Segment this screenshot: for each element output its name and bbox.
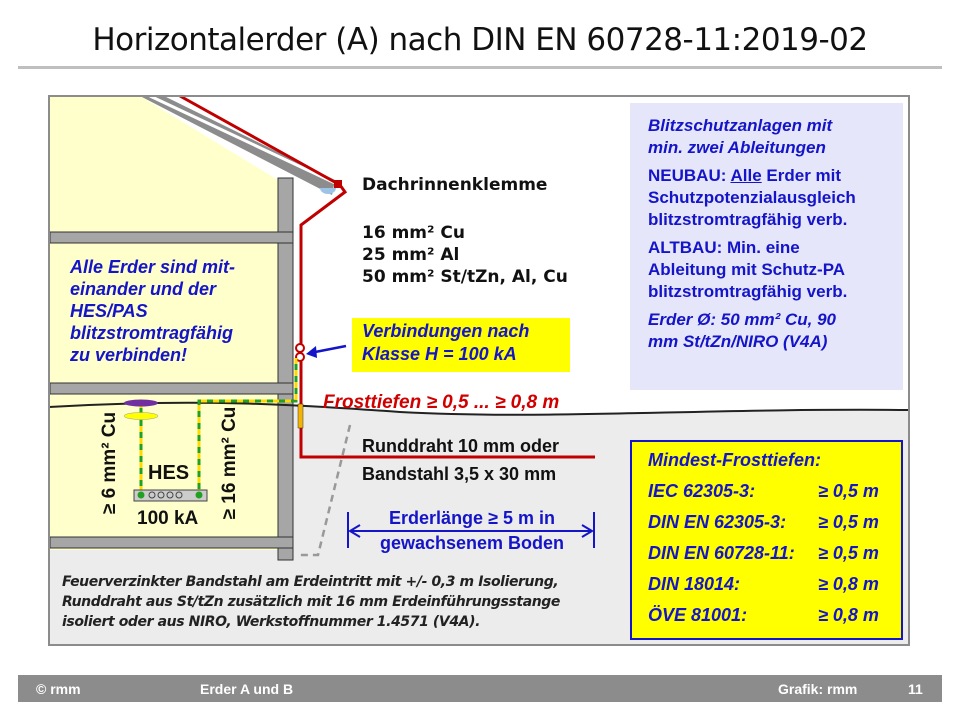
bonding-note-line: einander und der bbox=[70, 279, 217, 299]
frost-row: DIN EN 60728-11: ≥ 0,5 m bbox=[648, 538, 901, 569]
conductor-line: Bandstahl 3,5 x 30 mm bbox=[362, 464, 557, 484]
footer-topic: Erder A und B bbox=[200, 681, 294, 697]
info-line: NEUBAU: Alle Erder mit bbox=[648, 165, 903, 187]
wire-6-label: ≥ 6 mm² Cu bbox=[99, 411, 120, 515]
pipe-gas bbox=[124, 399, 158, 407]
size-st: 50 mm² St/tZn, Al, Cu bbox=[362, 267, 568, 287]
info-line: blitzstromtragfähig verb. bbox=[648, 210, 848, 229]
norm: DIN EN 60728-11: bbox=[648, 543, 795, 563]
frost-row: IEC 62305-3: ≥ 0,5 m bbox=[648, 476, 901, 507]
norm: DIN EN 62305-3: bbox=[648, 512, 787, 532]
depth: ≥ 0,5 m bbox=[818, 543, 879, 563]
info-line: Schutzpotenzialausgleich bbox=[648, 188, 856, 207]
earth-length-label: Erderlänge ≥ 5 m in gewachsenem Boden bbox=[352, 506, 592, 556]
depth: ≥ 0,8 m bbox=[818, 605, 879, 625]
frost-row: DIN 18014: ≥ 0,8 m bbox=[648, 569, 901, 600]
connection-line: Verbindungen nach bbox=[362, 321, 530, 341]
length-line: gewachsenem Boden bbox=[379, 533, 565, 553]
depth: ≥ 0,5 m bbox=[818, 481, 879, 501]
neubau-rest: Erder mit bbox=[761, 166, 842, 185]
norm: DIN 18014: bbox=[648, 574, 741, 594]
neubau-prefix: NEUBAU: bbox=[648, 166, 731, 185]
depth: ≥ 0,5 m bbox=[818, 512, 879, 532]
lps-info-box: Blitzschutzanlagen mit min. zwei Ableitu… bbox=[630, 103, 903, 390]
size-cu: 16 mm² Cu bbox=[362, 223, 465, 243]
floor-slab-3 bbox=[49, 536, 294, 549]
gutter-clamp-label: Dachrinnenklemme bbox=[362, 175, 548, 195]
roof bbox=[140, 96, 335, 195]
title-divider bbox=[18, 66, 942, 69]
conductor-sizes: 16 mm² Cu 25 mm² Al 50 mm² St/tZn, Al, C… bbox=[362, 222, 568, 288]
outer-wall bbox=[277, 177, 294, 561]
footer-credit: Grafik: rmm bbox=[778, 681, 858, 697]
wire-16-label: ≥ 16 mm² Cu bbox=[219, 406, 240, 520]
frost-depth-label: Frosttiefen ≥ 0,5 ... ≥ 0,8 m bbox=[323, 392, 560, 413]
info-line: Erder Ø: 50 mm² Cu, 90 bbox=[648, 310, 837, 329]
diagram-frame bbox=[48, 95, 910, 646]
bonding-note: Alle Erder sind mit- einander und der HE… bbox=[70, 256, 235, 366]
info-altbau: ALTBAU: Min. eine Ableitung mit Schutz-P… bbox=[648, 237, 903, 303]
slide-footer: © rmm Erder A und B Grafik: rmm 11 bbox=[18, 675, 942, 702]
material-note-line: isoliert oder aus NIRO, Werkstoffnummer … bbox=[62, 614, 481, 630]
info-line: ALTBAU: Min. eine bbox=[648, 238, 800, 257]
bonding-note-line: HES/PAS bbox=[70, 301, 148, 321]
page-number: 11 bbox=[908, 681, 923, 697]
bonding-wire-16 bbox=[197, 358, 298, 495]
floor-slab-2 bbox=[49, 382, 294, 395]
ground-line bbox=[48, 401, 910, 416]
info-line: Ableitung mit Schutz-PA bbox=[648, 260, 846, 279]
norm: ÖVE 81001: bbox=[648, 605, 748, 625]
floor-slab-1 bbox=[49, 231, 294, 244]
info-line: Blitzschutzanlagen mit bbox=[648, 116, 833, 135]
material-note-line: Feuerverzinkter Bandstahl am Erdeintritt… bbox=[62, 574, 559, 590]
info-neubau: NEUBAU: Alle Erder mit Schutzpotenzialau… bbox=[648, 165, 903, 231]
hes-label: HES bbox=[148, 462, 190, 484]
gutter-clamp bbox=[320, 188, 336, 194]
hes-rating: 100 kA bbox=[137, 508, 199, 529]
bonding-note-line: zu verbinden! bbox=[70, 345, 188, 365]
info-line: mm St/tZn/NIRO (V4A) bbox=[648, 332, 828, 351]
connection-class-box: Verbindungen nach Klasse H = 100 kA bbox=[352, 318, 570, 372]
hes-busbar bbox=[133, 489, 208, 502]
pipe-water bbox=[123, 412, 159, 420]
frost-depth-table: Mindest-Frosttiefen: IEC 62305-3: ≥ 0,5 m… bbox=[630, 440, 903, 640]
dashed-rod bbox=[300, 424, 352, 557]
norm: IEC 62305-3: bbox=[648, 481, 756, 501]
info-lps: Blitzschutzanlagen mit min. zwei Ableitu… bbox=[648, 115, 903, 159]
neubau-underlined: Alle bbox=[730, 166, 762, 185]
size-al: 25 mm² Al bbox=[362, 245, 460, 265]
frost-row: ÖVE 81001: ≥ 0,8 m bbox=[648, 600, 901, 631]
frost-table-title: Mindest-Frosttiefen: bbox=[648, 450, 821, 470]
conductor-line: Runddraht 10 mm oder bbox=[362, 436, 560, 456]
conductor-type-label: Runddraht 10 mm oder Bandstahl 3,5 x 30 … bbox=[362, 432, 559, 488]
depth: ≥ 0,8 m bbox=[818, 574, 879, 594]
frost-row: DIN EN 62305-3: ≥ 0,5 m bbox=[648, 507, 901, 538]
house-fill bbox=[50, 96, 278, 550]
insulation-sleeve bbox=[297, 403, 304, 429]
air-terminal-conductor bbox=[179, 94, 595, 459]
info-line: blitzstromtragfähig verb. bbox=[648, 282, 848, 301]
material-note-line: Runddraht aus St/tZn zusätzlich mit 16 m… bbox=[62, 594, 561, 610]
bonding-note-line: Alle Erder sind mit- bbox=[70, 257, 236, 277]
info-line: min. zwei Ableitungen bbox=[648, 138, 826, 157]
connection-line: Klasse H = 100 kA bbox=[362, 344, 517, 364]
footer-copyright: © rmm bbox=[36, 681, 81, 697]
length-line: Erderlänge ≥ 5 m in bbox=[389, 508, 555, 528]
material-note: Feuerverzinkter Bandstahl am Erdeintritt… bbox=[62, 572, 560, 632]
bonding-note-line: blitzstromtragfähig bbox=[70, 323, 234, 343]
slide-title: Horizontalerder (A) nach DIN EN 60728-11… bbox=[92, 22, 868, 58]
info-diameter: Erder Ø: 50 mm² Cu, 90 mm St/tZn/NIRO (V… bbox=[648, 309, 903, 353]
